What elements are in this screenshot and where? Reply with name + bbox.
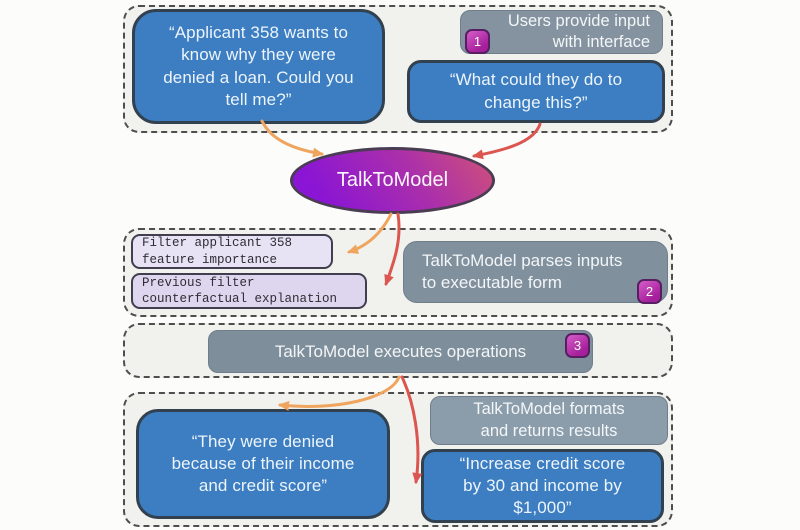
model-response-bubble-1: “They were denied because of their incom… <box>136 409 390 519</box>
step-label-1: Users provide input with interface <box>460 10 663 54</box>
model-response-bubble-2: “Increase credit score by 30 and income … <box>421 449 664 523</box>
user-message-bubble-2: “What could they do to change this?” <box>407 60 665 123</box>
step-number-badge-1: 1 <box>465 29 490 54</box>
step-number-badge-3: 3 <box>565 333 590 358</box>
talktomodel-node: TalkToModel <box>290 147 495 214</box>
step-number-badge-2: 2 <box>637 279 662 304</box>
step-label-4: TalkToModel formats and returns results <box>430 396 668 445</box>
step-label-3: TalkToModel executes operations <box>208 330 593 373</box>
step-label-2: TalkToModel parses inputs to executable … <box>403 241 668 303</box>
user-message-bubble-1: “Applicant 358 wants to know why they we… <box>132 9 385 124</box>
parsed-query-box-1: Filter applicant 358 feature importance <box>131 234 333 269</box>
parsed-query-box-2: Previous filter counterfactual explanati… <box>131 273 367 309</box>
